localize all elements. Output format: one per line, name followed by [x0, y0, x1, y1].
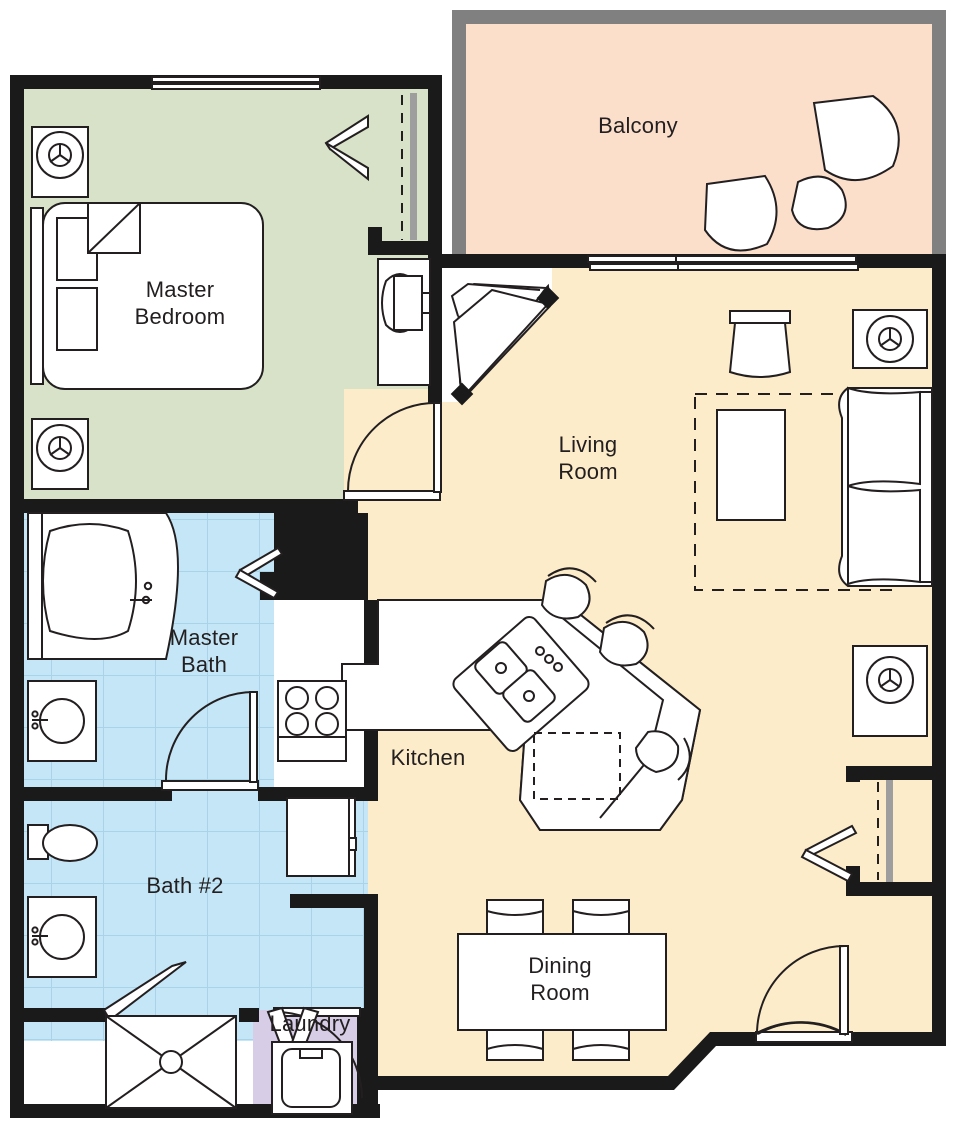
- bathtub: [27, 512, 179, 660]
- room-label-living-room: Living Room: [558, 432, 618, 484]
- room-label-dining-room: Dining Room: [528, 953, 592, 1005]
- wall-lr-closet-bottom: [846, 882, 946, 896]
- patio-chair-1: [812, 94, 900, 182]
- furniture-bath-2: [27, 824, 237, 1109]
- door-master-bedroom: [343, 401, 442, 501]
- room-label-master-bath: Master Bath: [169, 625, 239, 677]
- wall-closet-bottom: [368, 241, 442, 255]
- wall-bath-closet: [260, 499, 344, 513]
- counter-edge-inner: [344, 600, 379, 665]
- wall-lr-closet-top: [846, 766, 946, 780]
- wall-kitchen-bottom: [290, 894, 378, 908]
- double-sink: [452, 616, 590, 752]
- armchair: [728, 310, 792, 378]
- ceiling-fan-bedroom-top: [31, 126, 89, 198]
- room-label-bath-2: Bath #2: [146, 873, 224, 898]
- wall-bedroom-door-head: [428, 389, 442, 403]
- furniture-laundry: [271, 1041, 353, 1115]
- wall-closet-left: [368, 227, 382, 241]
- room-label-laundry: Laundry: [269, 1011, 351, 1036]
- bar-stool-1: [540, 567, 597, 620]
- bar-stools: [540, 567, 691, 781]
- wall-right: [932, 268, 946, 1046]
- range-cooktop: [277, 680, 347, 762]
- dresser-chair: [377, 258, 431, 386]
- queen-bed: [30, 202, 264, 390]
- balcony-railing-left: [452, 10, 466, 268]
- refrigerator: [286, 797, 357, 877]
- toilet: [27, 824, 98, 862]
- furniture-master-bath: [27, 512, 179, 762]
- dining-table: [457, 933, 667, 1031]
- wall-laundry-left: [239, 1008, 259, 1022]
- sink-vanity-bath-2: [27, 896, 97, 978]
- wall-bedroom-hall-right: [428, 255, 442, 389]
- wall-left: [10, 75, 24, 1118]
- door-master-bath: [161, 690, 259, 791]
- dishwasher: [533, 732, 621, 800]
- patio-chair-2: [703, 174, 778, 252]
- door-french-diagonal: [442, 268, 560, 406]
- sliding-glass-door-balcony: [587, 255, 859, 271]
- wall-kitchen-back: [260, 513, 368, 600]
- windows: [151, 76, 859, 271]
- ceiling-fan-living-bottom: [852, 645, 928, 737]
- door-master-bath-bifold: [234, 546, 284, 600]
- wall-b2-bottom: [24, 1008, 106, 1022]
- room-label-balcony: Balcony: [598, 113, 678, 138]
- coffee-table: [716, 409, 786, 521]
- sink-vanity-master: [27, 680, 97, 762]
- wall-laundry-right: [357, 1008, 378, 1104]
- ceiling-fan-living-top: [852, 309, 928, 369]
- sofa: [838, 386, 933, 587]
- furniture-kitchen: [277, 567, 702, 877]
- wall-mb-b2: [24, 787, 172, 801]
- bar-stool-3: [634, 730, 691, 781]
- door-entry: [755, 945, 853, 1043]
- wall-mb-right: [274, 585, 368, 600]
- patio-table: [790, 175, 847, 231]
- room-label-kitchen: Kitchen: [390, 745, 466, 770]
- shower-stall: [105, 1015, 237, 1109]
- door-living-closet: [800, 780, 893, 883]
- wall-bedroom-right: [428, 89, 442, 255]
- furniture-living-room: [694, 309, 933, 737]
- furniture-balcony: [703, 94, 900, 252]
- door-bedroom-closet: [324, 93, 417, 240]
- ceiling-fan-bedroom-bottom: [31, 418, 89, 490]
- furniture-dining-room: [457, 899, 667, 1061]
- window-master-bedroom: [151, 76, 321, 90]
- room-label-master-bedroom: Master Bedroom: [134, 277, 226, 329]
- wall-bottom-right: [368, 1032, 946, 1090]
- wall-bedroom-bath: [24, 499, 274, 513]
- bar-stool-2: [598, 614, 655, 667]
- doors: [102, 93, 893, 1099]
- furniture-master-bedroom: [30, 126, 431, 490]
